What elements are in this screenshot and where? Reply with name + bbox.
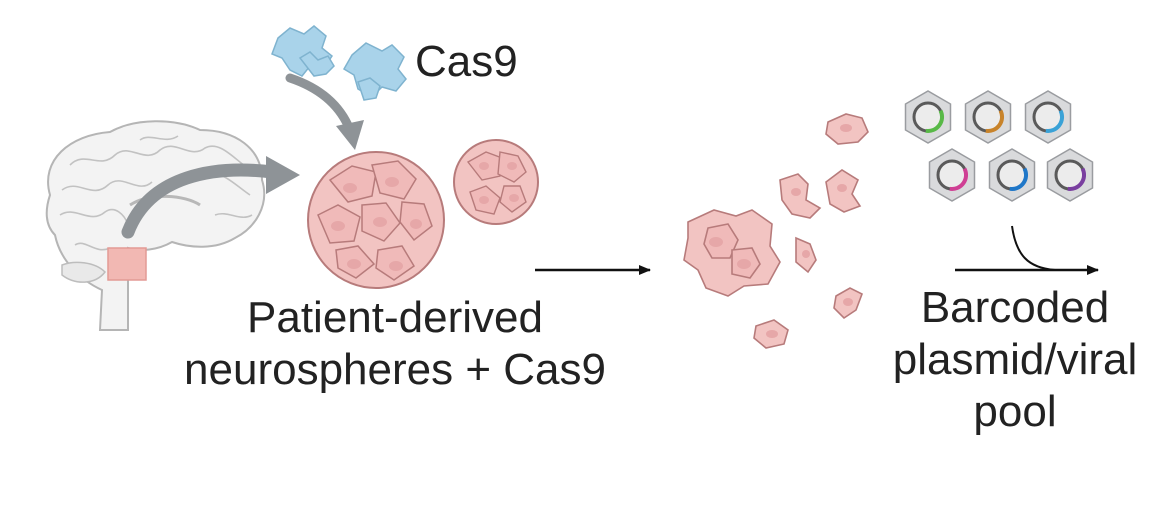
plasmid-icon	[964, 90, 1012, 144]
pool-caption-line2: plasmid/viral	[892, 334, 1138, 384]
plasmid-icon	[1046, 148, 1094, 202]
cell-nuclei	[709, 124, 853, 338]
neurospheres-caption-line2: neurospheres + Cas9	[184, 344, 606, 394]
barcode-segment	[985, 109, 1005, 133]
neurospheres-caption: Patient-derived neurospheres + Cas9	[160, 292, 630, 396]
barcode-segment	[925, 109, 945, 133]
gray-arrows	[121, 73, 364, 239]
plasmid-icon	[988, 148, 1036, 202]
pool-merge-line	[1011, 225, 1056, 271]
pool-caption: Barcoded plasmid/viral pool	[880, 282, 1150, 438]
plasmid-pool	[904, 90, 1094, 202]
pool-caption-line1: Barcoded	[920, 283, 1110, 332]
tumor-region	[107, 247, 147, 281]
plasmid-icon	[1024, 90, 1072, 144]
barcode-segment	[1045, 109, 1065, 133]
barcode-segment	[1067, 167, 1087, 191]
barcode-segment	[1009, 167, 1029, 191]
cas9-label: Cas9	[415, 37, 518, 86]
cas9-protein-icon	[271, 25, 407, 101]
dissociated-cell-icon	[683, 113, 869, 349]
barcode-segment	[949, 167, 969, 191]
plasmid-icon	[928, 148, 976, 202]
neurospheres-caption-line1: Patient-derived	[247, 293, 543, 342]
pool-caption-line3: pool	[973, 386, 1057, 436]
neurosphere-icon	[307, 139, 539, 289]
plasmid-icon	[904, 90, 952, 144]
